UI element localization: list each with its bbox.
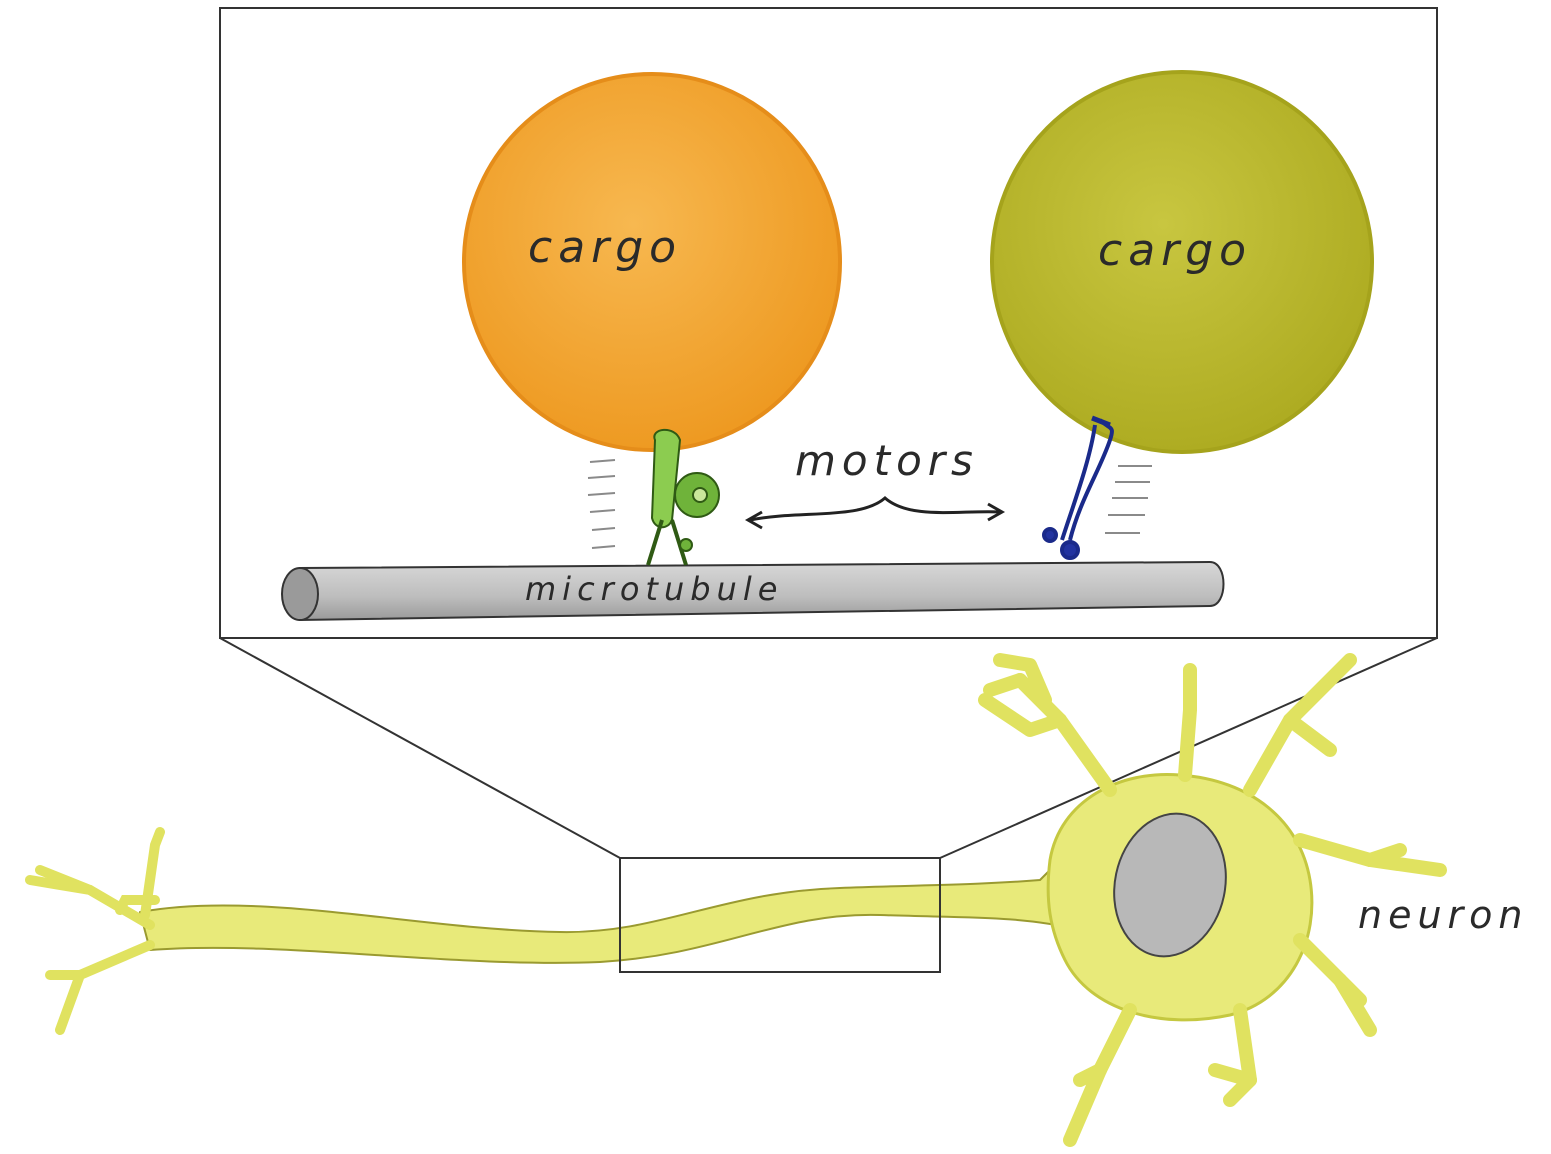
axon-terminal-branches — [30, 832, 160, 1030]
microtubule-label: microtubule — [525, 570, 783, 608]
neuron-label: neuron — [1358, 893, 1529, 937]
cargo-right-label: cargo — [1098, 225, 1252, 276]
cargo-left-label: cargo — [528, 222, 682, 273]
motors-label: motors — [795, 436, 979, 485]
neuron-drawing — [30, 660, 1440, 1140]
